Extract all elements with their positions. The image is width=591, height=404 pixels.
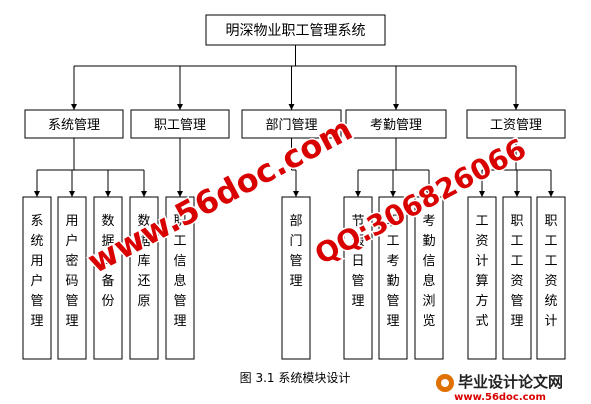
leaf-box [467, 196, 497, 360]
figure-caption: 图 3.1 系统模块设计 [240, 371, 351, 385]
leaf-node: 系统用户管理 [22, 196, 52, 360]
leaf-label: 系统用户管理 [30, 214, 43, 329]
root-node: 明深物业职工管理系统 [205, 14, 386, 46]
leaf-node: 工资计算方式 [467, 196, 497, 360]
leaf-node: 用户密码管理 [57, 196, 87, 360]
module-node: 系统管理 [24, 109, 124, 139]
module-arrow-0 [71, 104, 77, 110]
leaf-node: 职工考勤管理 [378, 196, 408, 360]
leaf-box [378, 196, 408, 360]
leaf-label: 部门管理 [289, 214, 302, 289]
leaf-arrow-0-0 [34, 191, 40, 197]
module-box [241, 109, 342, 139]
module-label: 系统管理 [48, 118, 100, 133]
leaf-node: 节假日管理 [343, 196, 373, 360]
module-box [130, 109, 230, 139]
leaf-box [343, 196, 373, 360]
module-label: 工资管理 [490, 118, 542, 133]
module-label: 职工管理 [154, 118, 206, 133]
leaf-node: 数据库备份 [93, 196, 123, 360]
module-box [24, 109, 124, 139]
module-arrow-2 [288, 104, 295, 110]
leaf-arrow-0-2 [105, 191, 111, 197]
leaf-box [502, 196, 532, 360]
module-box [345, 109, 447, 139]
brand-logo-center [441, 379, 449, 387]
leaf-arrow-4-0 [479, 191, 485, 197]
leaf-node: 考勤信息浏览 [414, 196, 444, 360]
leaf-label: 用户密码管理 [65, 214, 78, 329]
leaf-node: 职工工资统计 [536, 196, 566, 360]
leaf-box [165, 196, 195, 360]
leaf-label: 职工考勤管理 [386, 214, 399, 329]
leaf-box [129, 196, 159, 360]
root-box [205, 14, 386, 46]
module-arrow-4 [513, 104, 519, 110]
module-node: 部门管理 [241, 109, 342, 139]
leaf-node: 数据库还原 [129, 196, 159, 360]
leaf-box [93, 196, 123, 360]
leaf-label: 职工工资统计 [544, 214, 557, 329]
leaf-arrow-4-1 [514, 191, 520, 197]
leaf-arrow-0-3 [141, 191, 147, 197]
connector-lines [34, 45, 554, 197]
leaf-arrow-0-1 [69, 191, 75, 197]
leaf-node: 职工信息管理 [165, 196, 195, 360]
leaf-box [57, 196, 87, 360]
leaf-node: 职工工资管理 [502, 196, 532, 360]
leaf-arrow-3-0 [355, 191, 361, 197]
module-node: 工资管理 [466, 109, 566, 139]
leaf-node: 部门管理 [281, 196, 311, 360]
module-node: 职工管理 [130, 109, 230, 139]
leaf-box [281, 196, 311, 360]
leaf-label: 考勤信息浏览 [422, 214, 435, 329]
module-label: 部门管理 [265, 118, 317, 133]
leaf-box [414, 196, 444, 360]
leaf-label: 数据库备份 [101, 214, 114, 309]
leaf-arrow-3-1 [390, 191, 396, 197]
module-label: 考勤管理 [370, 118, 422, 133]
module-arrow-3 [393, 104, 399, 110]
footer-site-text: www.56doc.com [454, 392, 546, 403]
leaf-arrow-1-0 [177, 191, 183, 197]
leaf-label: 工资计算方式 [475, 214, 488, 329]
leaf-arrow-4-2 [548, 191, 554, 197]
module-node: 考勤管理 [345, 109, 447, 139]
root-label: 明深物业职工管理系统 [226, 23, 366, 39]
leaf-box [22, 196, 52, 360]
leaf-label: 节假日管理 [351, 214, 364, 309]
footer-brand-text: 毕业设计论文网 [458, 373, 563, 391]
leaf-label: 数据库还原 [137, 214, 150, 309]
module-box [466, 109, 566, 139]
leaf-arrow-3-2 [426, 191, 432, 197]
leaf-label: 职工工资管理 [510, 214, 523, 329]
leaf-box [536, 196, 566, 360]
leaf-label: 职工信息管理 [173, 214, 186, 329]
module-arrow-1 [177, 104, 183, 110]
leaf-arrow-2-0 [293, 191, 299, 197]
